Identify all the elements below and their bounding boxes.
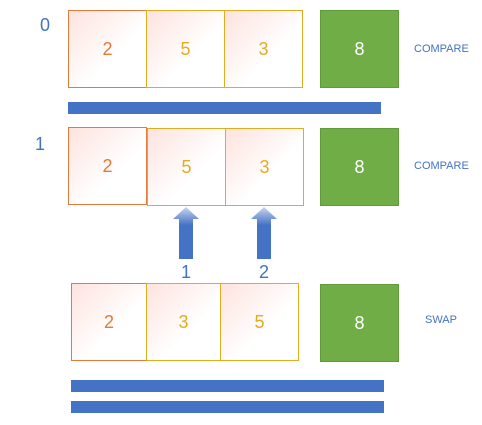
row-2-progress-bar-1 [71,380,384,392]
row-1-index-label: 1 [35,134,46,154]
row-1-cell-3: 3 [225,128,304,206]
row-1-action-label: COMPARE [414,160,469,172]
row-0-cell-3: 3 [224,10,303,88]
row-0-cell-1: 2 [68,10,147,88]
row-0-sorted-cell: 8 [320,10,399,88]
pointer-1-label: 1 [181,262,192,282]
row-0-cell-2: 5 [146,10,225,88]
row-2-cell-3: 5 [220,283,299,361]
row-2-cell-1: 2 [71,283,147,361]
row-1-cell-2: 5 [147,128,226,206]
row-2-sorted-cell: 8 [320,284,399,362]
pointer-2-label: 2 [259,262,270,282]
row-0-progress-bar [68,102,381,114]
row-2-progress-bar-2 [71,401,384,413]
row-2-action-label: SWAP [425,314,457,326]
pointer-arrow-1-icon [173,207,199,259]
row-0-index-label: 0 [40,15,51,35]
row-0-action-label: COMPARE [414,43,469,55]
row-2-cell-2: 3 [146,283,221,361]
pointer-arrow-2-icon [251,207,277,259]
row-1-sorted-cell: 8 [320,128,399,206]
row-1-cell-1: 2 [68,127,147,205]
